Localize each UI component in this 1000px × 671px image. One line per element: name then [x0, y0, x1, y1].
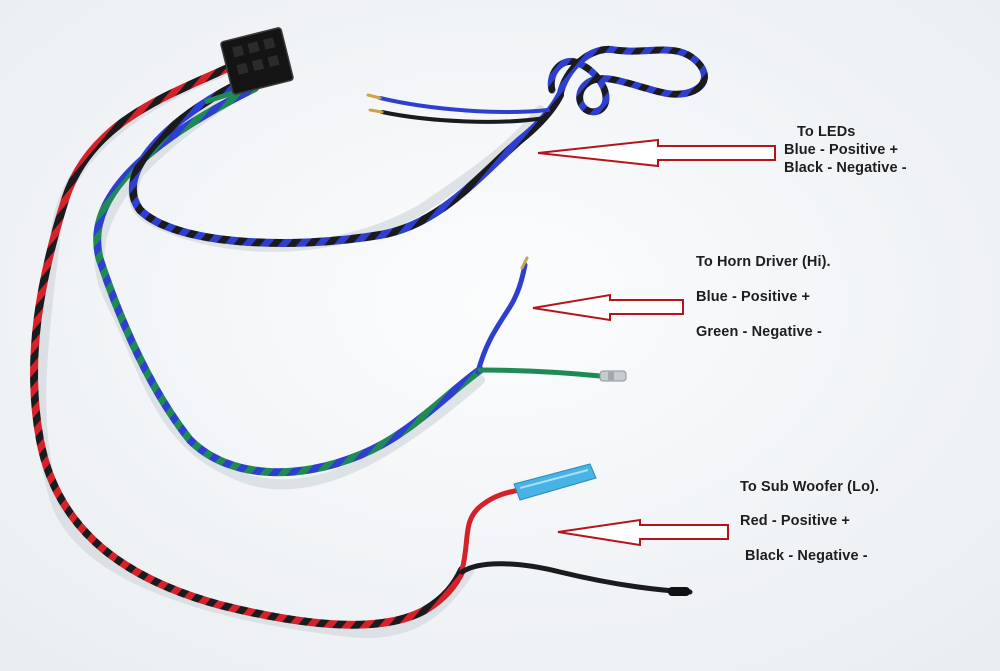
black-lead-sub [459, 561, 693, 595]
molex-connector [220, 27, 294, 95]
black-lead-led [380, 110, 547, 124]
arrow-to-sub-woofer [557, 518, 729, 547]
heatshrink-end [668, 587, 690, 596]
horn-heading: To Horn Driver (Hi). [696, 254, 831, 270]
blue-lead-tip [520, 256, 529, 270]
green-lead-horn [477, 367, 603, 379]
leds-heading: To LEDs [797, 124, 856, 140]
blue-black-twisted-pair [129, 74, 564, 247]
leds-positive-note: Blue - Positive + [784, 142, 899, 158]
horn-negative-note: Green - Negative - [696, 324, 822, 340]
green-lead-terminal [599, 370, 627, 382]
led-lead-tips [366, 93, 384, 114]
spade-terminal [513, 463, 597, 501]
red-lead [459, 487, 523, 573]
blue-green-twisted-pair [93, 84, 484, 477]
arrow-to-leds [537, 138, 776, 168]
sub-positive-note: Red - Positive + [740, 513, 850, 529]
red-black-twisted-pair [30, 62, 466, 629]
leds-negative-note: Black - Negative - [784, 160, 907, 176]
arrow-to-horn-driver [532, 293, 684, 322]
blue-lead-led [378, 96, 550, 114]
sub-heading: To Sub Woofer (Lo). [740, 479, 880, 495]
sub-negative-note: Black - Negative - [745, 548, 868, 564]
blue-lead-horn [475, 262, 528, 375]
wire-knot-loop [547, 45, 708, 116]
horn-positive-note: Blue - Positive + [696, 289, 811, 305]
